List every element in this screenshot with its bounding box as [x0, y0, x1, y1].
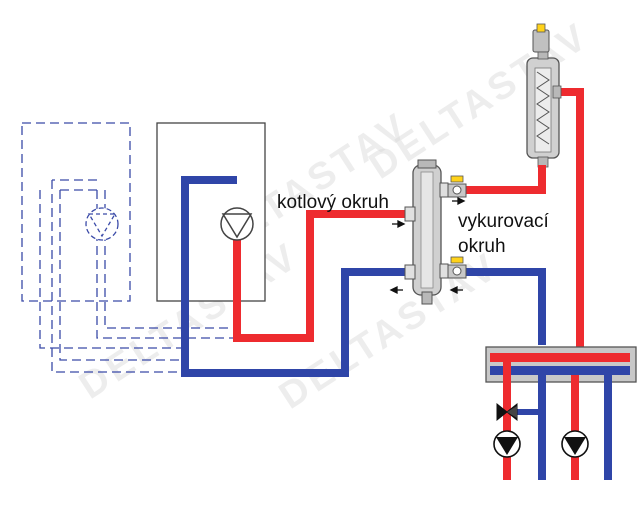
separator-cap-bottom — [421, 291, 433, 305]
heating-branch-right — [561, 375, 612, 480]
boiler-circuit-label: kotlový okruh — [277, 192, 389, 213]
heating-return-pipe — [465, 268, 546, 345]
air-separator — [526, 23, 562, 168]
ball-valve-bottom — [447, 256, 467, 279]
air-vent — [532, 29, 550, 53]
boiler-return-pipe — [181, 176, 405, 377]
separator-port-right-bottom — [439, 263, 449, 279]
optional-boiler-supply-pipe — [59, 190, 181, 361]
manifold-red-bar — [490, 353, 630, 362]
optional-boiler-pump-icon — [85, 207, 119, 241]
air-separator-coil — [536, 71, 550, 145]
boiler-supply-pipe — [233, 210, 405, 342]
pump-left-icon — [493, 430, 521, 458]
pump-right-icon — [561, 430, 589, 458]
boiler-pump-icon — [220, 207, 254, 241]
separator-port-left-bottom — [404, 264, 416, 280]
separator-cap-top — [417, 159, 437, 169]
hydraulic-separator — [404, 159, 449, 305]
heating-circuit-label-line1: vykurovací — [458, 211, 550, 232]
optional-boiler-supply-riser — [96, 190, 237, 339]
separator-port-left-top — [404, 206, 416, 222]
boiler-unit — [156, 122, 266, 302]
optional-boiler-return-pipe-inner — [51, 180, 181, 373]
air-vent-cap — [536, 23, 546, 33]
optional-boiler-outline — [21, 122, 131, 302]
ball-valve-top — [447, 175, 467, 198]
heating-branch-left — [493, 362, 546, 480]
optional-boiler-pump — [85, 207, 119, 241]
optional-boiler-return-pipe — [39, 190, 181, 349]
mixing-valve-icon — [496, 402, 518, 422]
flow-arrows — [389, 196, 466, 295]
boiler-pump — [220, 207, 254, 241]
separator-port-right-top — [439, 182, 449, 198]
manifold-blue-bar — [490, 366, 630, 375]
heating-circuit-label-line2: okruh — [458, 236, 506, 257]
